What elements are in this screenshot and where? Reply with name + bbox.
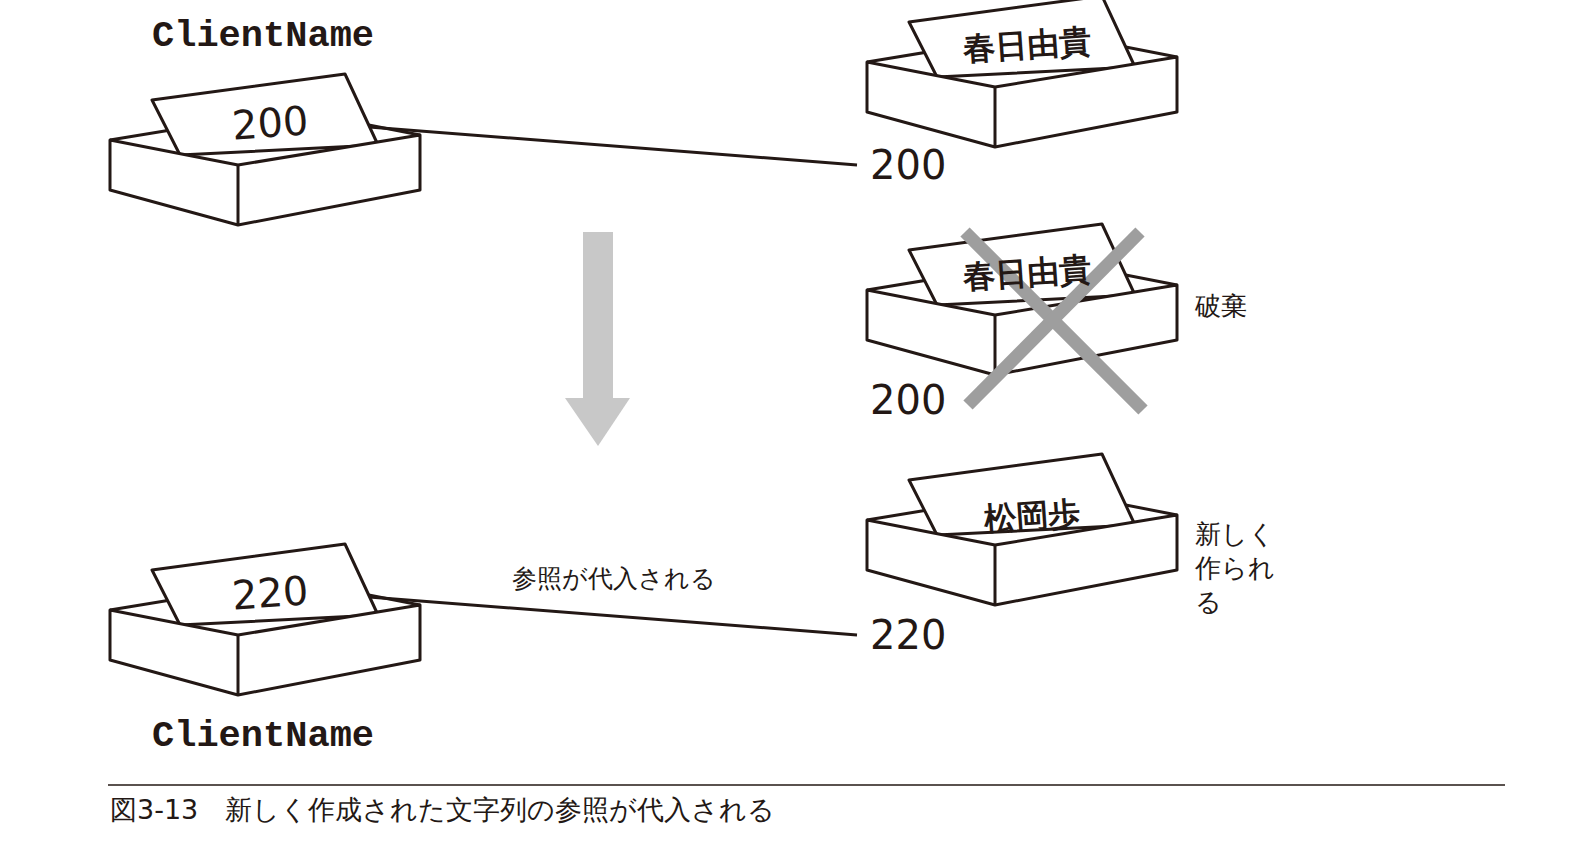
edge-label: 参照が代入される <box>508 562 720 595</box>
address-number: 200 <box>870 142 946 188</box>
figure-caption: 図3-13 新しく作成された文字列の参照が代入される <box>110 792 775 828</box>
address-number: 220 <box>870 612 946 658</box>
tray-box: 220ClientName <box>100 470 430 770</box>
caption-rule <box>108 784 1505 786</box>
tray-box: 春日由貴200 <box>857 0 1317 222</box>
tray-box: 松岡歩 220 新しく 作られる <box>857 380 1317 680</box>
tray-box: ClientName 200 <box>100 0 430 300</box>
tray-box: 春日由貴200破棄 <box>857 150 1317 450</box>
transition-arrow <box>565 232 630 446</box>
card-value: 200 <box>230 97 309 148</box>
address-number: 200 <box>870 377 946 423</box>
card-value: 220 <box>230 567 309 618</box>
note-text: 破棄 <box>1195 290 1301 324</box>
variable-name: ClientName <box>152 715 374 758</box>
card-value: 松岡歩 <box>983 494 1081 537</box>
variable-name: ClientName <box>152 15 374 58</box>
note-text: 新しく 作られる <box>1195 518 1301 619</box>
